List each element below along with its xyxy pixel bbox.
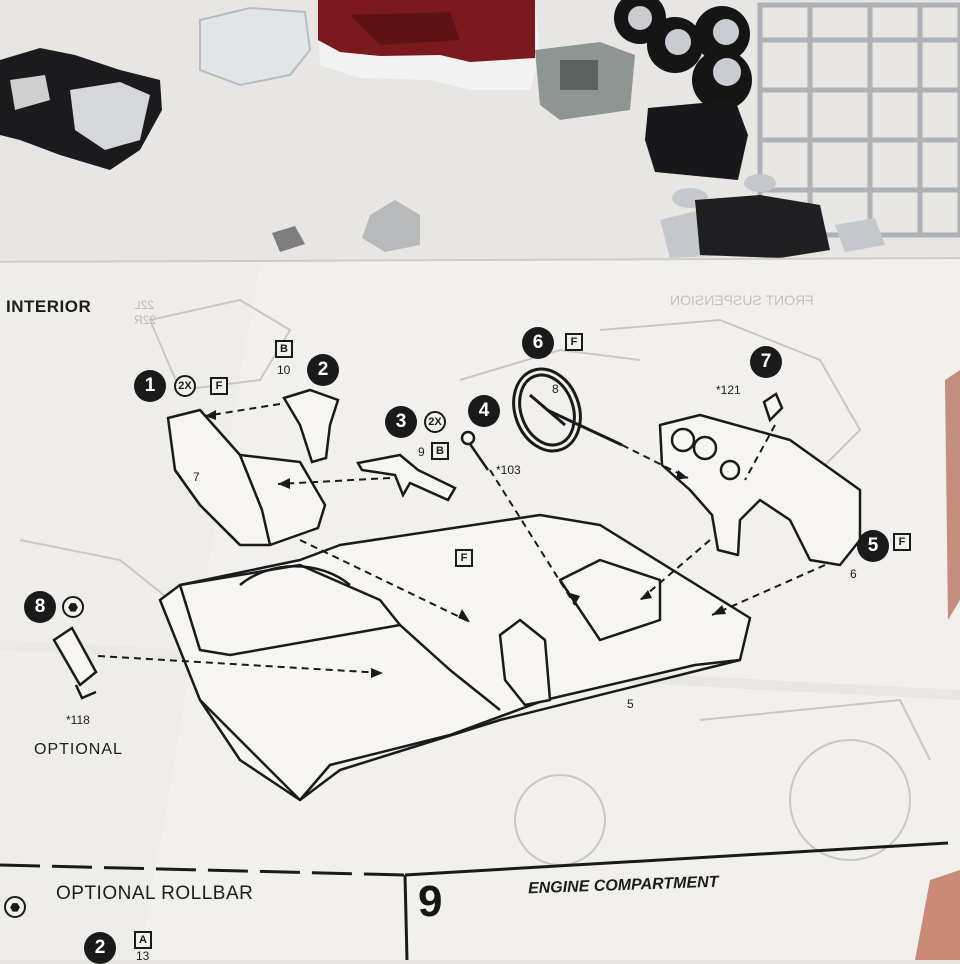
step-4-number: 4 xyxy=(468,395,500,427)
step-9-number: 9 xyxy=(418,877,443,926)
dashed-lines xyxy=(97,403,826,674)
tires xyxy=(614,0,752,110)
steering-wheel-drawing xyxy=(512,367,623,453)
bottom-step-tree: A xyxy=(134,931,152,949)
ghost-print xyxy=(19,298,931,866)
shifter-drawing xyxy=(460,430,490,471)
mirror-text: FRONT SUSPENSION xyxy=(670,292,814,308)
bottom-step-number: 2 xyxy=(84,932,116,964)
step-2-number: 2 xyxy=(307,354,339,386)
black-part xyxy=(645,100,748,180)
step-7-number: 7 xyxy=(750,346,782,378)
knob-drawing xyxy=(762,392,784,423)
step-7-part: *121 xyxy=(716,383,741,397)
bottom-step-part: 13 xyxy=(136,949,150,963)
tub-part-number: 5 xyxy=(627,697,634,711)
bottom-dividers xyxy=(0,841,949,960)
rollbar-symbol-icon: ⬣ xyxy=(4,896,26,918)
optional-part-drawing xyxy=(52,626,98,700)
mirror-code-1: 22L xyxy=(134,298,155,312)
seat-part-number: 7 xyxy=(193,470,200,484)
thumb xyxy=(915,870,960,960)
rollbar-title: OPTIONAL ROLLBAR xyxy=(56,883,254,904)
step-3-qty: 2X xyxy=(424,411,446,433)
belt-3-drawing xyxy=(356,453,457,502)
arrowheads xyxy=(205,410,726,678)
step-8-symbol-icon: ⬣ xyxy=(62,596,84,618)
seat-drawing xyxy=(166,408,327,547)
step-8-number: 8 xyxy=(24,591,56,623)
step-6-number: 6 xyxy=(522,327,554,359)
section-title: INTERIOR xyxy=(6,297,92,316)
step-6-part: 8 xyxy=(552,382,559,396)
clear-windshield xyxy=(199,6,312,87)
step-3-tree: B xyxy=(431,442,449,460)
step-6-tree: F xyxy=(565,333,583,351)
black-exhaust xyxy=(695,195,830,258)
step-1-number: 1 xyxy=(134,370,166,402)
mirror-code-2: 22R xyxy=(134,313,157,327)
step-5-part: 6 xyxy=(850,567,857,581)
step-8-part: *118 xyxy=(66,713,90,727)
tub-drawing xyxy=(158,513,752,802)
step-2-tree: B xyxy=(275,340,293,358)
red-body-shell xyxy=(318,0,540,90)
step-5-number: 5 xyxy=(857,530,889,562)
optional-label: OPTIONAL xyxy=(34,741,123,758)
belt-drawing xyxy=(282,388,340,464)
step-4-part: *103 xyxy=(496,463,521,477)
step-3-part: 9 xyxy=(418,445,425,459)
dashboard-drawing xyxy=(658,413,862,567)
step-1-qty: 2X xyxy=(174,375,196,397)
chrome-sprue xyxy=(757,2,960,238)
step-1-tree: F xyxy=(210,377,228,395)
step-3-number: 3 xyxy=(385,406,417,438)
floor-tree: F xyxy=(455,549,473,567)
chassis-part xyxy=(0,48,162,170)
step-2-part: 10 xyxy=(277,363,291,377)
step-5-tree: F xyxy=(893,533,911,551)
